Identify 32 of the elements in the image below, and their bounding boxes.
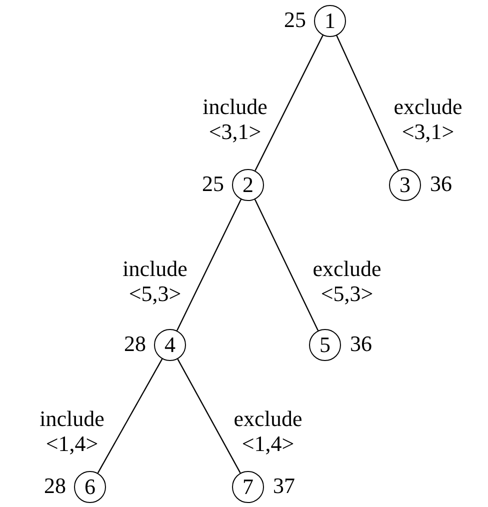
tree-node-circle (314, 5, 346, 37)
node-number: 2 (242, 174, 254, 196)
tree-node-circle (232, 471, 264, 503)
node-number: 3 (400, 174, 410, 196)
tree-node-circle (154, 329, 186, 361)
node-cost: 25 (284, 9, 306, 31)
edge-label: exclude <3,1> (392, 94, 464, 145)
node-cost: 37 (273, 475, 295, 497)
tree-node-circle (389, 169, 421, 201)
edge-label: exclude <5,3> (312, 256, 382, 307)
edge-label: include <1,4> (38, 406, 106, 457)
node-cost: 28 (44, 475, 66, 497)
tree-node-circle (232, 169, 264, 201)
node-number: 6 (84, 476, 96, 498)
tree-node-circle (309, 329, 341, 361)
node-number: 4 (164, 334, 176, 356)
node-cost: 36 (430, 173, 452, 195)
tree-edge (254, 35, 324, 171)
tree-edge (177, 358, 241, 474)
tree-edge (176, 199, 242, 331)
node-number: 7 (242, 476, 254, 498)
node-cost: 25 (202, 173, 224, 195)
tree-node-circle (74, 471, 106, 503)
node-cost: 28 (124, 333, 146, 355)
edge-label: include <5,3> (122, 256, 188, 307)
node-number: 5 (320, 334, 330, 356)
tree-edge (336, 35, 399, 171)
tree-edge (254, 199, 319, 331)
node-cost: 36 (350, 333, 372, 355)
edge-label: exclude <1,4> (232, 406, 304, 457)
node-number: 1 (324, 10, 336, 32)
edge-label: include <3,1> (202, 94, 268, 145)
